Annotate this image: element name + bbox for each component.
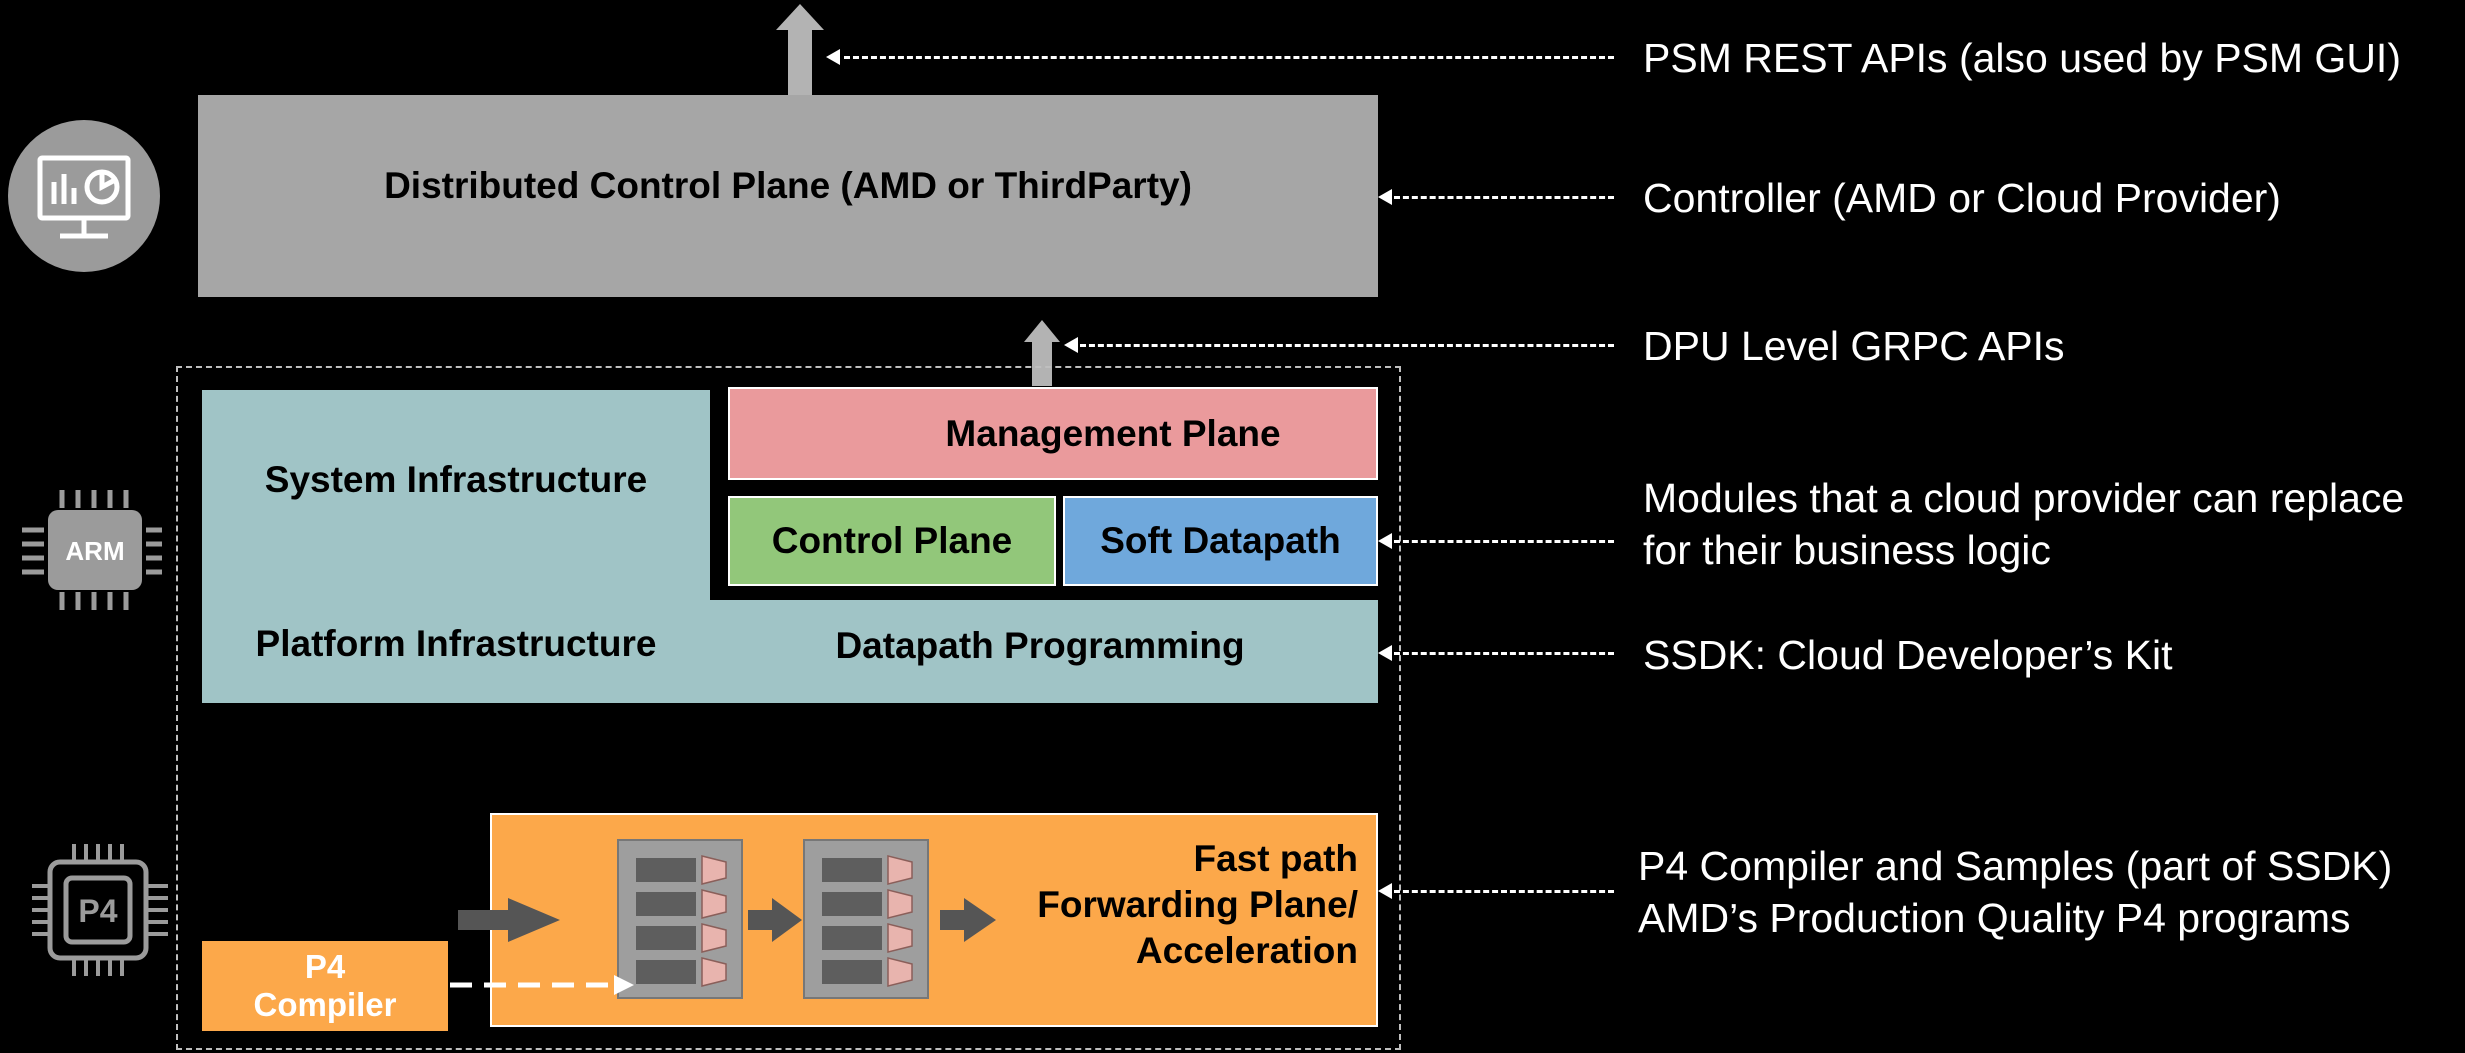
fast-path-line1: Fast path [1193, 838, 1358, 879]
psm-rest-arrowhead [826, 49, 840, 65]
p4-annotation: P4 Compiler and Samples (part of SSDK) A… [1638, 840, 2392, 944]
dpu-grpc-leader [1080, 344, 1614, 347]
compiler-to-pipeline-arrow [450, 975, 634, 995]
p4-leader [1394, 890, 1614, 893]
psm-rest-leader [844, 56, 1614, 59]
management-plane-box: Management Plane [728, 387, 1378, 480]
match-action-stage-1 [617, 839, 743, 999]
pipeline-stages [458, 839, 996, 999]
arm-chip-icon: ARM [22, 490, 162, 610]
arm-chip-label: ARM [65, 536, 124, 566]
controller-leader [1394, 196, 1614, 199]
p4-chip-label: P4 [78, 893, 117, 929]
soft-datapath-label: Soft Datapath [1100, 520, 1341, 561]
p4-line2: AMD’s Production Quality P4 programs [1638, 895, 2351, 941]
distributed-control-plane-label: Distributed Control Plane (AMD or ThirdP… [384, 165, 1192, 206]
dpu-grpc-annotation: DPU Level GRPC APIs [1643, 323, 2065, 369]
infrastructure-top [202, 390, 710, 602]
modules-arrowhead [1378, 533, 1392, 549]
control-plane-label: Control Plane [771, 520, 1013, 561]
fast-path-label: Fast path Forwarding Plane/ Acceleration [980, 836, 1358, 974]
match-action-stage-2 [803, 839, 929, 999]
ssdk-arrowhead [1378, 645, 1392, 661]
dpu-grpc-arrowhead [1064, 337, 1078, 353]
infrastructure-bottom [202, 600, 1378, 703]
p4-arrowhead [1378, 883, 1392, 899]
dpu-boundary [176, 366, 1401, 1050]
distributed-control-plane-box: Distributed Control Plane (AMD or ThirdP… [198, 95, 1378, 297]
up-arrow-grpc [1024, 320, 1060, 386]
modules-annotation: Modules that a cloud provider can replac… [1643, 472, 2404, 576]
soft-datapath-box: Soft Datapath [1063, 496, 1378, 586]
control-plane-box: Control Plane [728, 496, 1056, 586]
datapath-programming-label: Datapath Programming [835, 625, 1245, 666]
monitor-dashboard-icon [8, 120, 160, 272]
system-infrastructure-label: System Infrastructure [264, 459, 648, 500]
p4-chip-icon: P4 [32, 844, 168, 976]
modules-line2: for their business logic [1643, 527, 2051, 573]
p4-compiler-line1: P4 [304, 948, 346, 985]
ssdk-leader [1394, 652, 1614, 655]
controller-annotation: Controller (AMD or Cloud Provider) [1643, 175, 2281, 221]
management-plane-label: Management Plane [945, 412, 1281, 454]
modules-leader [1394, 540, 1614, 543]
p4-compiler-box: P4 Compiler [202, 941, 448, 1031]
modules-line1: Modules that a cloud provider can replac… [1643, 475, 2405, 521]
p4-line1: P4 Compiler and Samples (part of SSDK) [1638, 843, 2393, 889]
psm-rest-annotation: PSM REST APIs (also used by PSM GUI) [1643, 35, 2401, 81]
fast-path-line3: Acceleration [1135, 930, 1358, 971]
ssdk-annotation: SSDK: Cloud Developer’s Kit [1643, 632, 2173, 678]
platform-infrastructure-label: Platform Infrastructure [255, 623, 657, 664]
p4-compiler-line2: Compiler [253, 986, 397, 1023]
fast-path-line2: Forwarding Plane/ [1037, 884, 1358, 925]
controller-arrowhead [1378, 189, 1392, 205]
up-arrow-top [776, 4, 824, 96]
